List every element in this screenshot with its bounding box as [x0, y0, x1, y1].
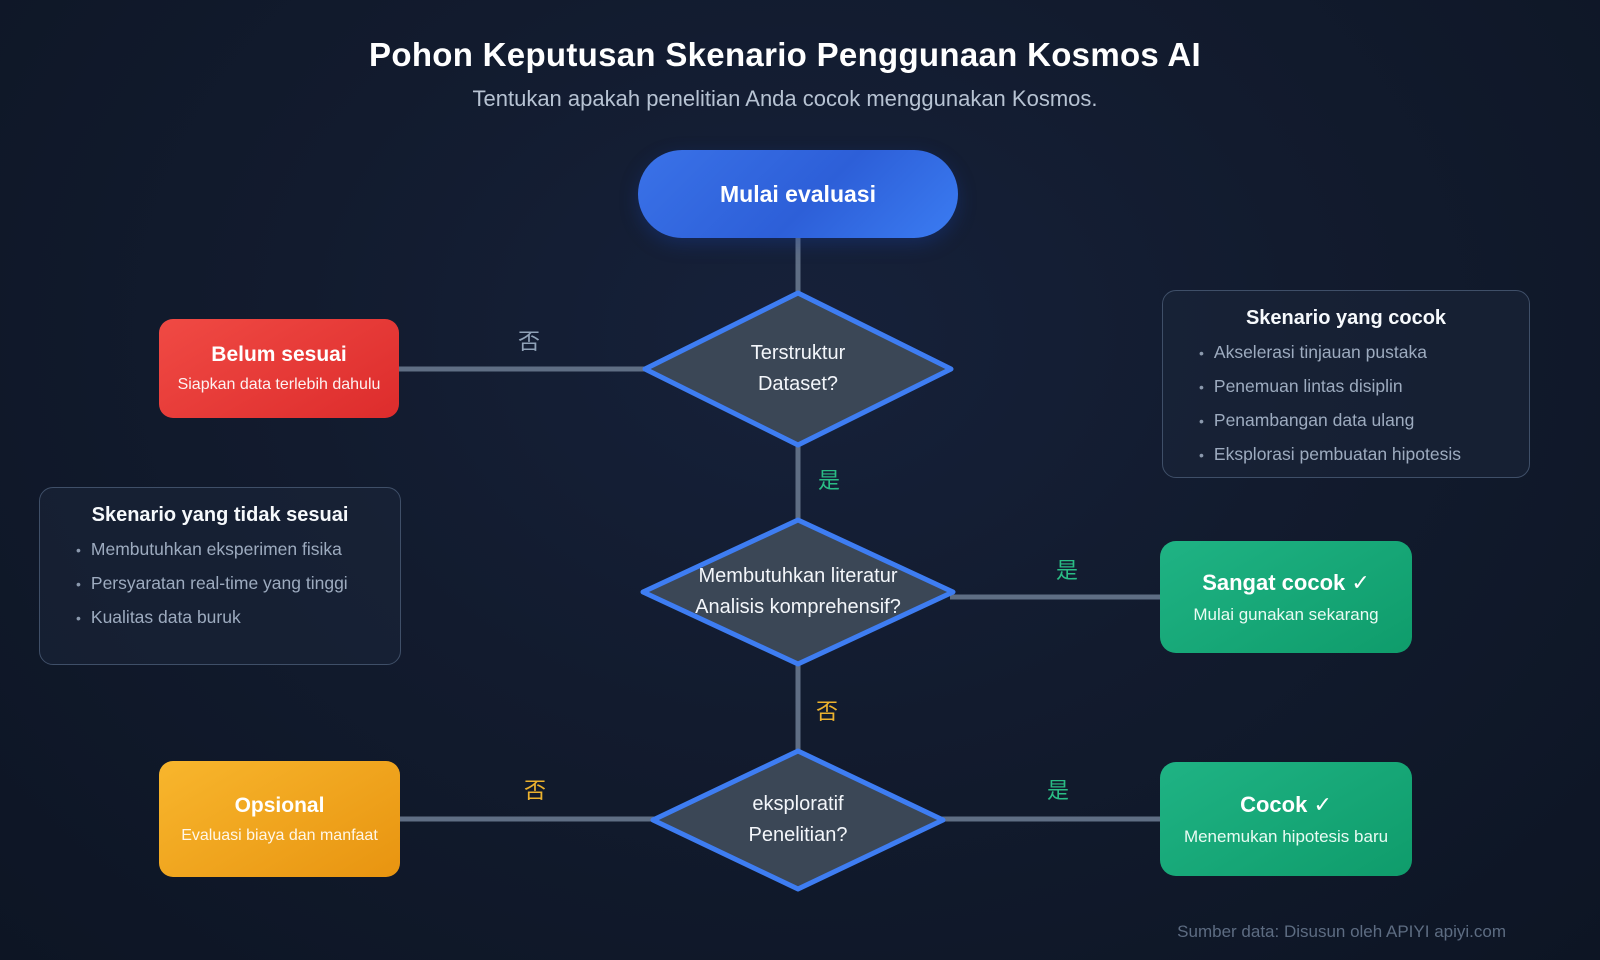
panel-list: Akselerasi tinjauan pustaka Penemuan lin…: [1163, 336, 1529, 472]
list-item: Kualitas data buruk: [76, 601, 390, 635]
outcome-not-ready: Belum sesuai Siapkan data terlebih dahul…: [159, 319, 399, 418]
page-title: Pohon Keputusan Skenario Penggunaan Kosm…: [369, 36, 1201, 73]
decision-literature-analysis: Membutuhkan literatur Analisis komprehen…: [638, 517, 958, 667]
list-item: Persyaratan real-time yang tinggi: [76, 567, 390, 601]
decision-label: Membutuhkan literatur Analisis komprehen…: [695, 565, 901, 618]
start-node[interactable]: Mulai evaluasi: [638, 150, 958, 238]
decision-label: Terstruktur Dataset?: [750, 342, 846, 395]
diamond-shape: [642, 290, 954, 448]
decision-label: eksploratif Penelitian?: [748, 793, 848, 846]
outcome-subtitle: Siapkan data terlebih dahulu: [177, 376, 381, 393]
list-item: Penambangan data ulang: [1199, 404, 1519, 438]
edge-label-yes-structured: 是: [817, 468, 841, 493]
edge-label-yes-exploratory: 是: [1046, 778, 1070, 803]
edge-label-yes-literature: 是: [1055, 558, 1079, 583]
outcome-subtitle: Menemukan hipotesis baru: [1183, 826, 1389, 846]
list-item: Akselerasi tinjauan pustaka: [1199, 336, 1519, 370]
panel-unsuitable-scenarios: Skenario yang tidak sesuai Membutuhkan e…: [39, 487, 401, 665]
outcome-title: Sangat cocok ✓: [1202, 569, 1370, 595]
decision-exploratory-research: eksploratif Penelitian?: [648, 748, 948, 892]
outcome-title: Belum sesuai: [211, 343, 347, 366]
decision-structured-dataset: Terstruktur Dataset?: [640, 290, 956, 448]
panel-suitable-scenarios: Skenario yang cocok Akselerasi tinjauan …: [1162, 290, 1530, 478]
outcome-title: Cocok ✓: [1240, 791, 1332, 817]
panel-title: Skenario yang tidak sesuai: [91, 504, 349, 526]
panel-title: Skenario yang cocok: [1245, 307, 1447, 329]
source-attribution: Sumber data: Disusun oleh APIYI apiyi.co…: [1177, 922, 1506, 941]
list-item: Eksplorasi pembuatan hipotesis: [1199, 438, 1519, 472]
list-item: Penemuan lintas disiplin: [1199, 370, 1519, 404]
outcome-subtitle: Evaluasi biaya dan manfaat: [181, 826, 378, 844]
page-subtitle: Tentukan apakah penelitian Anda cocok me…: [472, 86, 1098, 111]
outcome-subtitle: Mulai gunakan sekarang: [1193, 604, 1379, 624]
outcome-highly-suitable: Sangat cocok ✓ Mulai gunakan sekarang: [1160, 541, 1412, 653]
list-item: Membutuhkan eksperimen fisika: [76, 533, 390, 567]
edge-label-no-structured: 否: [517, 329, 541, 354]
diamond-shape: [640, 517, 956, 667]
panel-list: Membutuhkan eksperimen fisika Persyarata…: [40, 533, 400, 635]
outcome-optional: Opsional Evaluasi biaya dan manfaat: [159, 761, 400, 877]
outcome-title: Opsional: [234, 793, 325, 817]
edge-label-no-literature: 否: [815, 699, 839, 724]
diamond-shape: [650, 748, 946, 892]
edge-label-no-exploratory: 否: [523, 778, 547, 803]
outcome-suitable: Cocok ✓ Menemukan hipotesis baru: [1160, 762, 1412, 876]
